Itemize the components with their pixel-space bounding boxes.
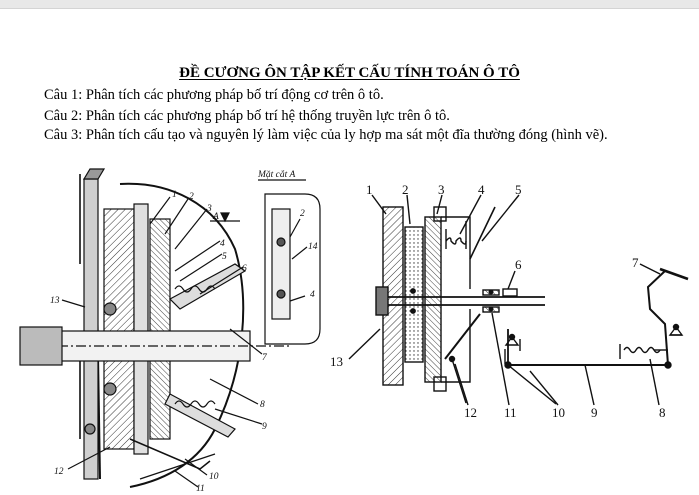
left-label-5: 5 bbox=[222, 252, 227, 262]
left-label-7: 7 bbox=[262, 353, 268, 363]
right-label-3: 3 bbox=[438, 182, 445, 197]
left-label-9: 9 bbox=[262, 422, 267, 432]
section-mark-a: A bbox=[212, 212, 219, 222]
left-label-10: 10 bbox=[209, 472, 219, 482]
clutch-cross-section-figure: Mặt cắt A A 1 2 3 4 5 6 7 8 9 10 11 12 1… bbox=[19, 168, 689, 494]
right-label-7: 7 bbox=[632, 255, 639, 270]
right-label-2: 2 bbox=[402, 182, 409, 197]
left-label-12: 12 bbox=[54, 467, 64, 477]
section-a-inset bbox=[258, 179, 321, 345]
left-label-1: 1 bbox=[172, 190, 177, 200]
right-label-4: 4 bbox=[478, 182, 485, 197]
right-label-1: 1 bbox=[366, 182, 373, 197]
page-title: ĐỀ CƯƠNG ÔN TẬP KẾT CẤU TÍNH TOÁN Ô TÔ bbox=[179, 65, 520, 81]
right-label-13: 13 bbox=[330, 354, 343, 369]
question-1: Câu 1: Phân tích các phương pháp bố trí … bbox=[44, 87, 384, 103]
left-label-13: 13 bbox=[50, 296, 60, 306]
clutch-cross-section-drawing bbox=[19, 168, 290, 488]
left-label-11: 11 bbox=[196, 484, 205, 494]
left-label-6: 6 bbox=[242, 264, 247, 274]
section-label-2: 2 bbox=[300, 209, 305, 219]
left-label-2: 2 bbox=[189, 192, 194, 202]
right-label-9: 9 bbox=[591, 405, 598, 420]
right-label-6: 6 bbox=[515, 257, 522, 272]
right-label-5: 5 bbox=[515, 182, 522, 197]
right-label-10: 10 bbox=[552, 405, 565, 420]
section-label-4: 4 bbox=[310, 290, 315, 300]
left-label-3: 3 bbox=[206, 204, 212, 214]
question-3: Câu 3: Phân tích cấu tạo và nguyên lý là… bbox=[44, 127, 608, 143]
question-2: Câu 2: Phân tích các phương pháp bố trí … bbox=[44, 108, 450, 124]
section-a-title: Mặt cắt A bbox=[257, 169, 295, 180]
document-page: ĐỀ CƯƠNG ÔN TẬP KẾT CẤU TÍNH TOÁN Ô TÔ C… bbox=[0, 9, 699, 495]
right-label-8: 8 bbox=[659, 405, 666, 420]
left-label-4: 4 bbox=[220, 239, 225, 249]
left-label-8: 8 bbox=[260, 400, 265, 410]
right-label-12: 12 bbox=[464, 405, 477, 420]
browser-top-bar bbox=[0, 0, 699, 9]
section-label-14: 14 bbox=[308, 242, 318, 252]
right-label-11: 11 bbox=[504, 405, 517, 420]
clutch-schematic-drawing bbox=[348, 194, 689, 406]
